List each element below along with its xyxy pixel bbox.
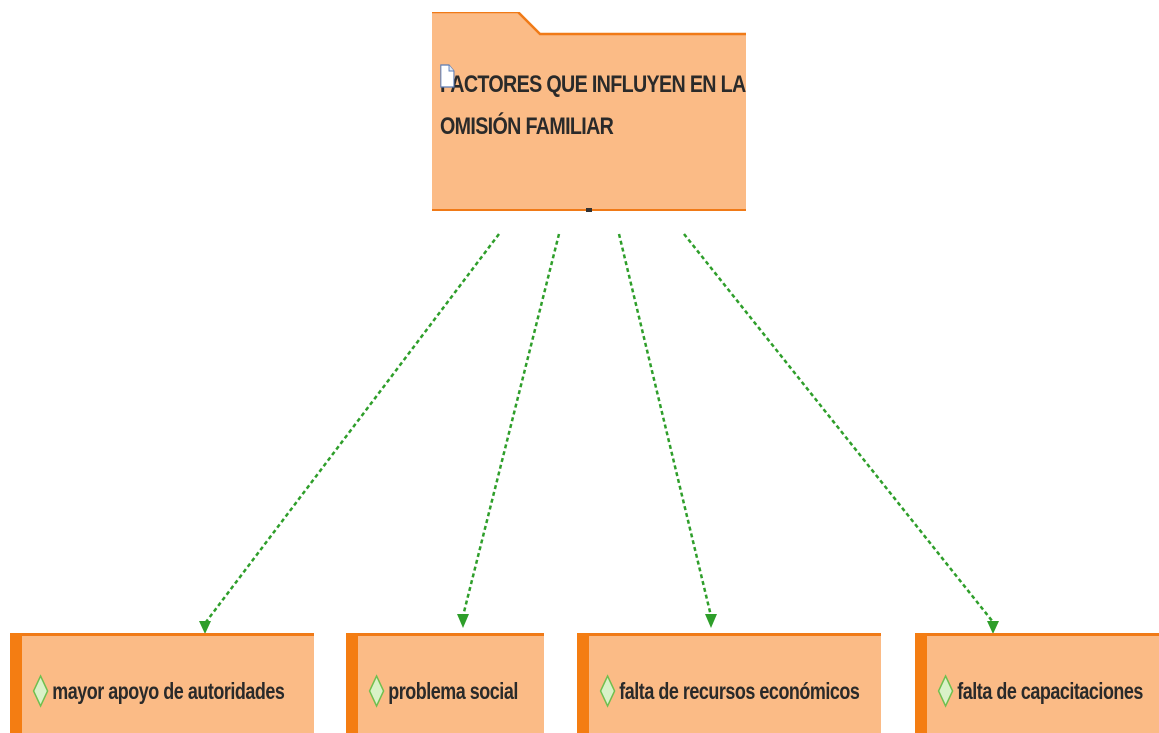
diamond-icon — [937, 674, 954, 708]
connector-line-4 — [683, 233, 994, 623]
root-topic[interactable]: FACTORES QUE INFLUYEN EN LA OMISIÓN FAMI… — [430, 12, 748, 212]
child-topic-1-label: mayor apoyo de autoridades — [52, 678, 285, 704]
child-topic-4[interactable]: falta de capacitaciones — [915, 633, 1159, 733]
arrowhead-4 — [987, 621, 999, 634]
connector-line-2 — [461, 233, 561, 617]
root-topic-shape — [432, 12, 746, 212]
diamond-icon — [32, 674, 49, 708]
root-title-line1: FACTORES QUE INFLUYEN EN LA — [440, 71, 746, 98]
document-icon — [440, 64, 455, 88]
diamond-icon — [368, 674, 385, 708]
child-topic-2-label: problema social — [388, 678, 518, 704]
connector-line-1 — [205, 233, 500, 623]
child-topic-4-label: falta de capacitaciones — [957, 678, 1143, 704]
child-topic-3-label: falta de recursos económicos — [619, 678, 860, 704]
connector-line-3 — [617, 233, 713, 617]
child-topic-3[interactable]: falta de recursos económicos — [577, 633, 881, 733]
arrowhead-1 — [199, 621, 211, 634]
arrowhead-2 — [457, 614, 469, 628]
child-topic-2[interactable]: problema social — [346, 633, 544, 733]
root-topic-title: FACTORES QUE INFLUYEN EN LA OMISIÓN FAMI… — [440, 64, 746, 148]
root-title-line2: OMISIÓN FAMILIAR — [440, 113, 614, 140]
arrowhead-3 — [705, 614, 717, 628]
child-topic-1[interactable]: mayor apoyo de autoridades — [10, 633, 314, 733]
diamond-icon — [599, 674, 616, 708]
